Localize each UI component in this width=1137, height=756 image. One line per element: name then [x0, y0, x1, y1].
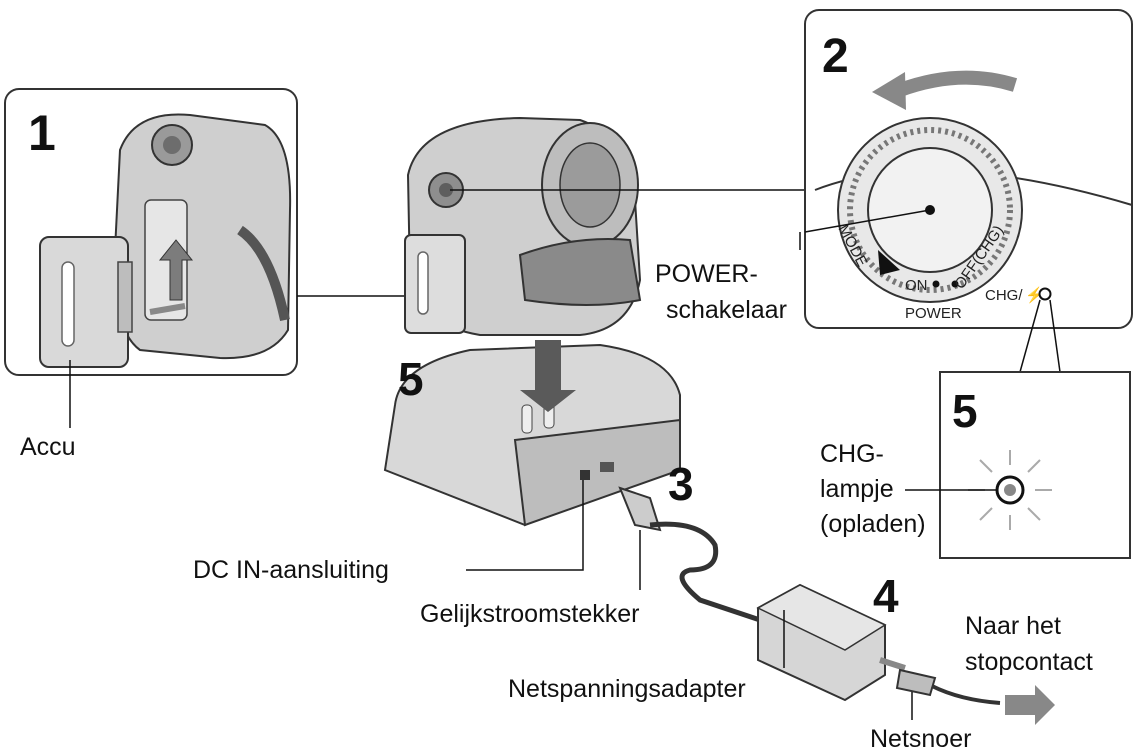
panel-1-battery: 1 Accu	[4, 88, 298, 461]
panel-2-power-switch: 2 MODE ON OFF(CHG) POWER CHG/ ⚡	[804, 9, 1133, 329]
dial-pointer-icon	[878, 250, 900, 275]
step-5-dock-number: 5	[398, 353, 424, 405]
hand-strap	[237, 225, 290, 322]
camera-closeup	[113, 113, 292, 360]
rotate-arrow-icon	[897, 70, 1018, 97]
label-dc-plug: Gelijkstroomstekker	[420, 600, 640, 628]
outlet-arrow-icon	[1005, 685, 1055, 725]
label-chg-line2: lampje	[820, 475, 894, 503]
dock-down-arrow-icon	[520, 340, 576, 412]
panel-5-chg-lamp: 5	[905, 371, 1131, 559]
dial-label-on: ON	[905, 277, 928, 294]
camcorder	[404, 116, 642, 336]
step-4-number: 4	[873, 570, 899, 622]
handycam-station	[383, 340, 681, 527]
step-2-number: 2	[822, 30, 849, 83]
camcorder-battery-icon	[404, 234, 466, 334]
battery-icon	[39, 236, 129, 368]
label-power-line2: schakelaar	[666, 296, 787, 324]
dial-label-power: POWER	[905, 305, 962, 322]
dc-plug	[618, 486, 761, 623]
label-chg-line1: CHG-	[820, 440, 884, 468]
plug-in-arrow-icon	[879, 657, 906, 671]
grip-strap	[518, 238, 642, 306]
label-accu: Accu	[20, 433, 76, 461]
label-dc-in: DC IN-aansluiting	[193, 556, 389, 584]
dial-label-chg: CHG/	[985, 287, 1023, 304]
dc-plug-icon	[618, 486, 662, 532]
label-outlet-line1: Naar het	[965, 612, 1061, 640]
cord-plug-icon	[895, 668, 937, 697]
dc-in-jack-icon	[580, 470, 590, 480]
label-cord: Netsnoer	[870, 725, 971, 753]
cord-cable	[931, 684, 1001, 705]
step-3-number: 3	[668, 458, 694, 510]
dock-body	[383, 343, 681, 527]
ac-adapter	[756, 583, 887, 702]
flash-icon: ⚡	[1025, 286, 1044, 304]
dc-cable	[649, 521, 761, 623]
mains-cord	[879, 657, 1055, 725]
label-power-line1: POWER-	[655, 260, 758, 288]
chg-lamp-small-icon	[1038, 287, 1052, 301]
label-adapter: Netspanningsadapter	[508, 675, 746, 703]
label-chg-line3: (opladen)	[820, 510, 926, 538]
step-1-number: 1	[28, 105, 56, 161]
label-outlet-line2: stopcontact	[965, 648, 1093, 676]
step-5-lamp-number: 5	[952, 385, 978, 437]
slide-arrow-icon	[149, 303, 186, 315]
insert-up-arrow-icon	[158, 239, 194, 301]
